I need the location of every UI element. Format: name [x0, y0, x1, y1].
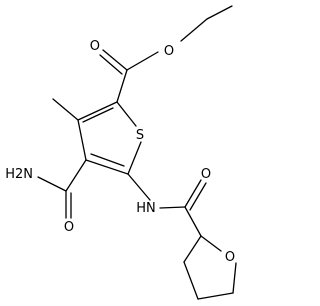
bond-thf-c3-c4 [183, 261, 199, 300]
bond-ring-c4-c5 [85, 159, 129, 175]
bond-thf-c2-c3 [183, 235, 202, 263]
bond-acyl-c-o-b [189, 182, 207, 211]
bond-ring-c4-c5-inner [90, 153, 125, 167]
bond-amide-c-n [37, 176, 67, 192]
bond-acyl-c-thf [184, 206, 202, 237]
bond-nh-c [159, 206, 186, 209]
bond-thf-c2-o [200, 235, 222, 252]
bond-acyl-c-o-a [184, 179, 202, 208]
bond-thf-c4-c5 [197, 292, 234, 300]
bond-ring-c5-s [127, 141, 142, 175]
bond-ring-c2-c3 [77, 101, 118, 121]
bond-ester-c-o-double-b [99, 54, 123, 75]
bond-ring-c3-c4 [77, 119, 87, 161]
atom-thf-o: O [225, 250, 235, 265]
atom-ester-carbonyl-o: O [90, 39, 100, 54]
bond-ethyl-ch2-o [180, 18, 208, 42]
bond-ring-nh [127, 173, 151, 201]
molecule-canvas: O O S H2N O HN O O [5, 5, 237, 300]
bond-thf-c5-o [232, 262, 237, 294]
bond-ring-c2-s [116, 101, 137, 127]
bond-ester-c-o-double-a [102, 49, 128, 71]
bond-methyl [52, 98, 79, 121]
atom-acyl-o: O [201, 167, 211, 182]
bond-ring-c2-c3-inner [82, 107, 114, 123]
bond-ester-c-ring [116, 69, 128, 103]
bond-lines [37, 5, 237, 300]
atom-ring-s: S [136, 128, 144, 143]
atom-ester-o: O [164, 44, 174, 59]
atom-amide-o: O [64, 220, 74, 235]
bond-ethyl-ch3 [206, 5, 233, 20]
bond-ester-o-c [126, 51, 159, 71]
atom-amide-n: H2N [5, 167, 33, 182]
bond-ring-amide-c [65, 159, 87, 192]
atom-nh: HN [136, 201, 156, 216]
atom-labels: O O S H2N O HN O O [5, 39, 235, 265]
